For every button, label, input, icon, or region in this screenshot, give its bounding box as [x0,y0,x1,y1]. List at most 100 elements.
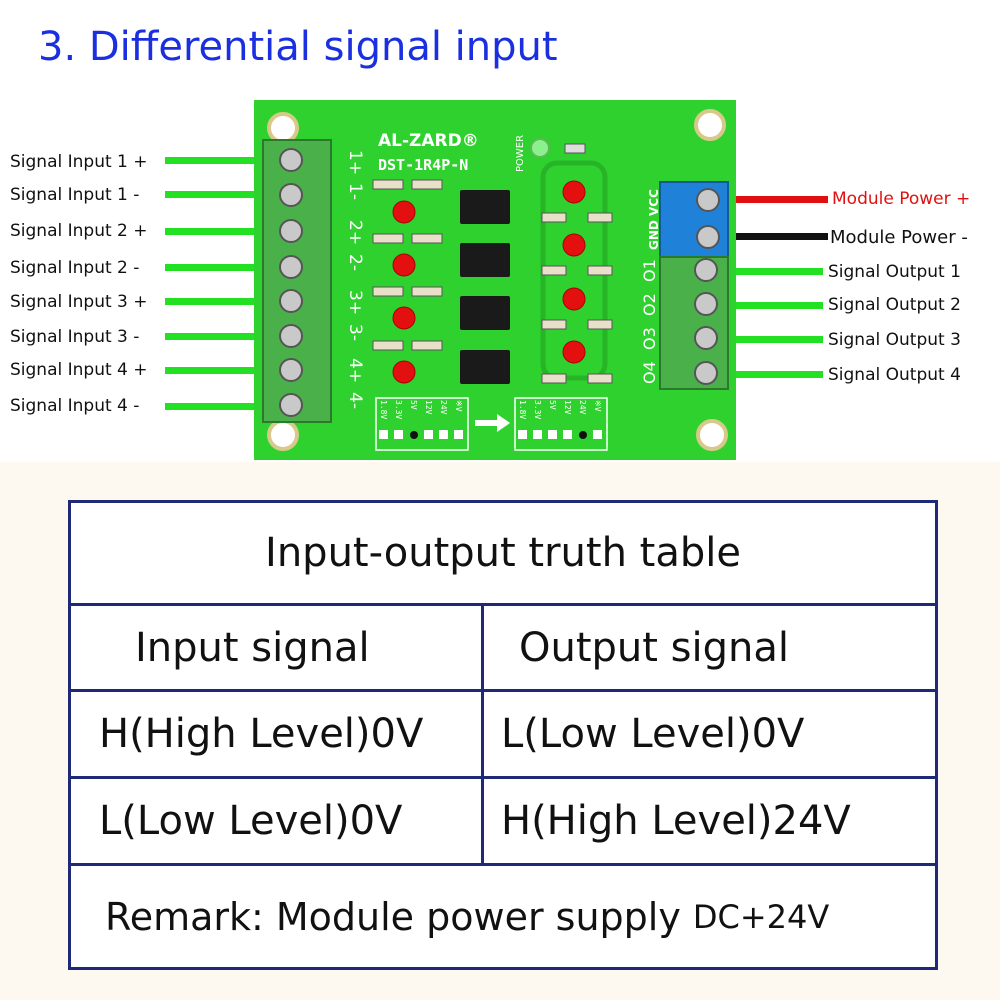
terminal-label-4n: 4- [345,392,365,409]
terminal-label-o4: O4 [640,361,659,384]
label-signal-input-4p: Signal Input 4 + [10,360,148,380]
volt-right-4: 12V [563,400,572,415]
remark-text: Remark: Module power supply DC+24V [105,866,829,967]
power-terminal-labels: VCC GND [647,189,661,250]
power-led-label: POWER [515,135,526,172]
wire-power-minus [728,233,828,240]
input-resistors [372,179,443,351]
header-input-signal: Input signal [135,624,370,671]
label-signal-input-2p: Signal Input 2 + [10,221,148,241]
input-screws [279,148,303,417]
row-1-input: H(High Level)0V [99,711,424,757]
voltage-labels-right: 1.8V 3.3V 5V 12V 24V ※V [518,400,602,419]
power-led [530,138,550,158]
wire-output-1 [728,268,823,275]
wire-input-3p [165,298,265,305]
label-signal-input-4n: Signal Input 4 - [10,396,140,416]
row-1-output: L(Low Level)0V [501,711,805,757]
output-terminal-labels: O1 O2 O3 O4 [640,259,659,384]
volt-right-1: 1.8V [518,400,527,419]
wire-input-4n [165,403,265,410]
terminal-label-3n: 3- [345,324,365,341]
label-signal-output-2: Signal Output 2 [828,295,961,315]
table-row: H(High Level)0V L(Low Level)0V [71,692,935,779]
terminal-label-o2: O2 [640,293,659,316]
volt-right-3: 5V [548,400,557,410]
terminal-label-gnd: GND [647,220,661,250]
label-signal-input-2n: Signal Input 2 - [10,258,140,278]
arrow-icon [475,414,510,432]
wire-input-1n [165,191,265,198]
wire-output-4 [728,371,823,378]
terminal-label-vcc: VCC [647,189,661,216]
volt-left-2: 3.3V [394,400,403,419]
row-2-input: L(Low Level)0V [99,798,403,844]
terminal-label-2n: 2- [345,254,365,271]
label-signal-output-3: Signal Output 3 [828,330,961,350]
mount-hole-bl [267,419,299,451]
terminal-label-2p: 2+ [345,220,365,245]
label-module-power-plus: Module Power + [832,189,971,209]
output-screws [694,258,718,385]
optocouplers [460,190,510,384]
volt-right-2: 3.3V [533,400,542,419]
column-divider [481,606,484,866]
volt-left-3: 5V [409,400,418,410]
output-terminal-block [659,256,729,390]
wire-input-4p [165,367,265,374]
input-leds [392,200,416,384]
label-signal-output-1: Signal Output 1 [828,262,961,282]
mount-hole-tr [694,109,726,141]
input-terminal-labels: 1+ 1- 2+ 2- 3+ 3- 4+ 4- [345,150,365,409]
terminal-label-o1: O1 [640,259,659,282]
output-wires [728,196,828,378]
screw-vcc [696,188,720,212]
terminal-label-1p: 1+ [345,150,365,175]
label-signal-input-3n: Signal Input 3 - [10,327,140,347]
voltage-select-left [375,397,469,451]
voltage-select-right [514,397,608,451]
wire-input-3n [165,333,265,340]
table-row: L(Low Level)0V H(High Level)24V [71,779,935,866]
terminal-label-3p: 3+ [345,290,365,315]
wire-input-2p [165,228,265,235]
input-wires [165,157,265,410]
terminal-label-o3: O3 [640,327,659,350]
row-2-output: H(High Level)24V [501,798,851,844]
label-module-power-minus: Module Power - [830,227,968,248]
terminal-label-1n: 1- [345,183,365,200]
terminal-label-4p: 4+ [345,358,365,383]
voltage-labels-left: 1.8V 3.3V 5V 12V 24V ※V [379,400,463,419]
screw-gnd [696,225,720,249]
resistor-power [564,143,586,154]
label-signal-input-1n: Signal Input 1 - [10,185,140,205]
volt-right-6: ※V [593,400,602,412]
remark-label: Remark: Module power supply [105,894,681,939]
header-output-signal: Output signal [519,624,789,671]
label-signal-output-4: Signal Output 4 [828,365,961,385]
wire-output-3 [728,336,823,343]
pcb [254,100,736,460]
voltage-pads [379,430,602,439]
volt-left-6: ※V [454,400,463,412]
page-title: 3. Differential signal input [38,24,558,70]
model-text: DST-1R4P-N [378,156,468,174]
volt-right-5: 24V [578,400,587,415]
truth-table-header-row: Input signal Output signal [71,606,935,692]
volt-left-4: 12V [424,400,433,415]
volt-left-5: 24V [439,400,448,415]
mount-hole-tl [267,112,299,144]
wire-input-1p [165,157,265,164]
label-signal-input-1p: Signal Input 1 + [10,152,148,172]
truth-table-title: Input-output truth table [265,530,741,576]
label-signal-input-3p: Signal Input 3 + [10,292,148,312]
wire-power-plus [728,196,828,203]
volt-left-1: 1.8V [379,400,388,419]
output-leds [562,180,586,364]
brand-text: AL-ZARD® [378,131,479,151]
truth-table: Input-output truth table Input signal Ou… [68,500,938,970]
truth-table-remark-row: Remark: Module power supply DC+24V [71,866,935,967]
output-resistors [541,212,613,384]
board-diagram: AL-ZARD® DST-1R4P-N POWER 1+ 1- 2+ 2- 3+… [165,100,828,460]
mount-hole-br [696,419,728,451]
